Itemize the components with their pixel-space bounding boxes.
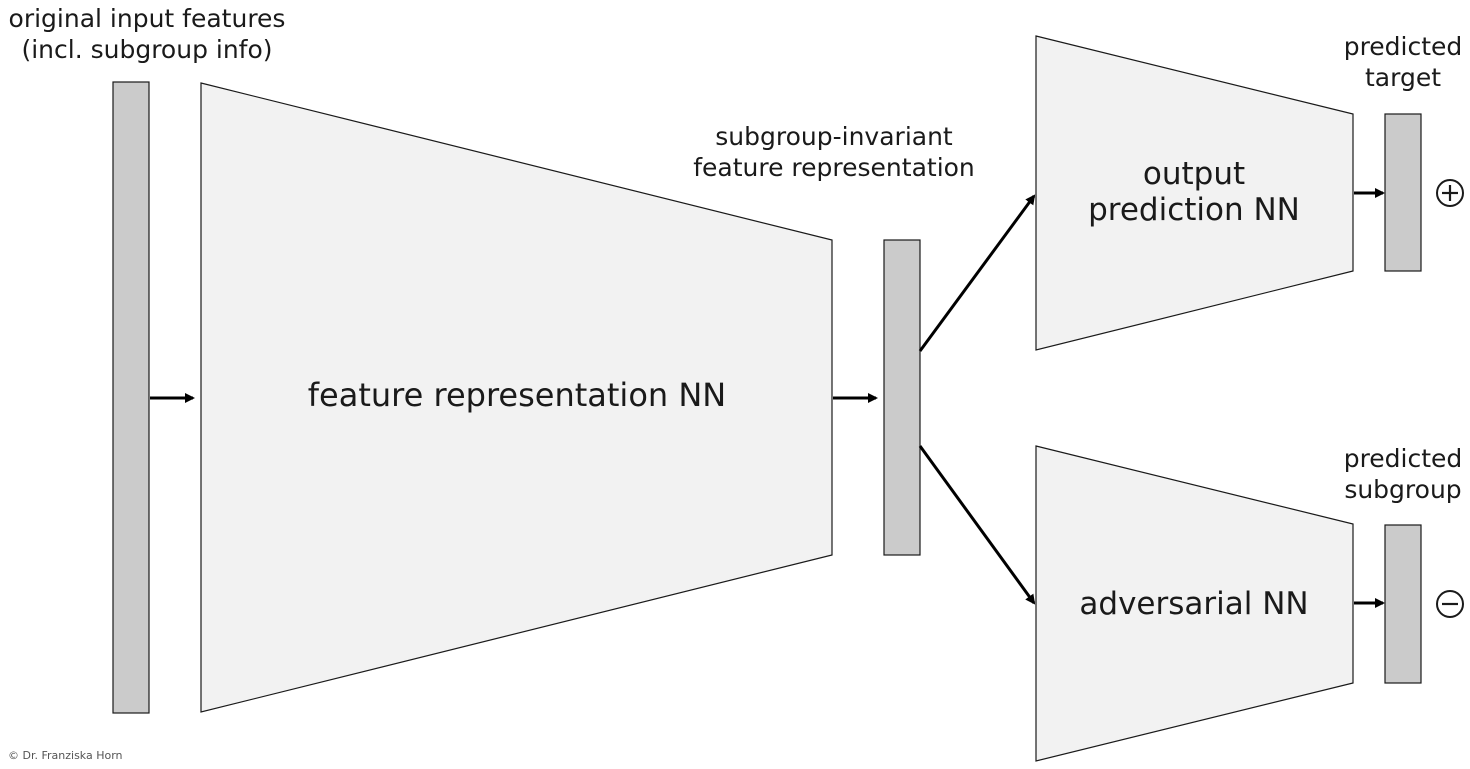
arrow-representation-to-adversarial-nn xyxy=(918,445,1036,605)
predicted-subgroup-vector xyxy=(1384,524,1422,684)
output-prediction-nn-label-line2: prediction NN xyxy=(1088,192,1300,228)
input-feature-vector xyxy=(112,81,150,714)
invariant-representation-label-line2: feature representation xyxy=(693,153,975,182)
feature-representation-nn-label: feature representation NN xyxy=(308,376,726,414)
input-features-label-line1: original input features xyxy=(9,4,286,33)
arrow-representation-to-output-nn xyxy=(918,194,1036,352)
predicted-target-vector xyxy=(1384,113,1422,272)
invariant-representation-vector xyxy=(883,239,921,556)
adversarial-nn-label: adversarial NN xyxy=(1079,586,1308,622)
predicted-subgroup-label-line2: subgroup xyxy=(1344,475,1461,504)
invariant-representation-label-line1: subgroup-invariant xyxy=(715,122,953,151)
minus-icon xyxy=(1436,590,1464,618)
input-features-label-line2: (incl. subgroup info) xyxy=(21,35,272,64)
adversarial-nn xyxy=(1035,445,1354,762)
copyright-notice: © Dr. Franziska Horn xyxy=(8,749,123,762)
output-prediction-nn xyxy=(1035,35,1354,351)
feature-representation-nn xyxy=(200,82,833,713)
predicted-target-label-line2: target xyxy=(1365,63,1441,92)
predicted-target-label-line1: predicted xyxy=(1344,32,1463,61)
plus-icon xyxy=(1436,179,1464,207)
output-prediction-nn-label-line1: output xyxy=(1143,156,1245,192)
predicted-subgroup-label-line1: predicted xyxy=(1344,444,1463,473)
